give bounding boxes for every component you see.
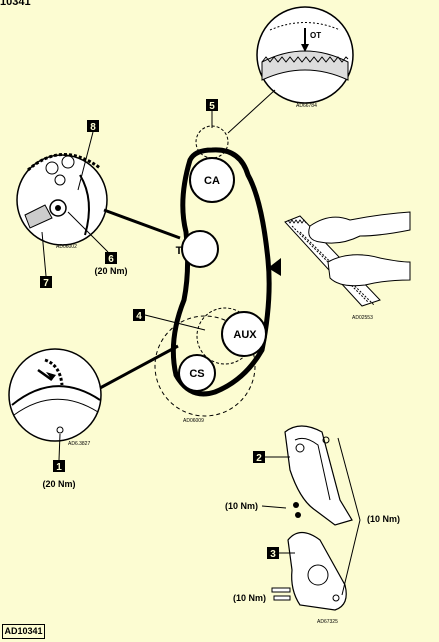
cover-bolt-torque: (10 Nm) [367, 514, 400, 524]
page-reference-code: 10341 [0, 0, 31, 8]
callout-2: 2 [253, 451, 290, 464]
tensioner-pulley-label: T [176, 245, 183, 257]
callout-1-torque: (20 Nm) [42, 479, 75, 489]
figure-reference-code: AD10341 [2, 624, 45, 639]
crankshaft-detail: AD6.3827 [8, 344, 179, 447]
direction-arrow-icon [268, 258, 281, 276]
belt-handling-detail: AD02553 [284, 211, 411, 321]
figure-code-top-detail: AD66784 [296, 103, 317, 109]
auxiliary-pulley-label: AUX [233, 329, 257, 341]
figure-code-belt-diagram: AD06009 [183, 418, 204, 424]
camshaft-timing-detail: OT AD66784 [227, 6, 354, 134]
crankshaft-pulley-label: CS [189, 368, 204, 380]
svg-text:5: 5 [209, 101, 215, 112]
callout-3: 3 [267, 547, 295, 560]
belt-layout: CA T AUX CS AD06009 [154, 125, 281, 424]
callout-7: 7 [40, 231, 52, 289]
callout-5: 5 [206, 99, 218, 128]
camshaft-pulley-label: CA [204, 175, 220, 187]
tensioner-detail: AD06002 [16, 153, 181, 250]
figure-code-belt-detail: AD02553 [352, 315, 373, 321]
svg-text:6: 6 [108, 254, 114, 265]
callout-6-torque: (20 Nm) [94, 266, 127, 276]
bolt-torque-low: (10 Nm) [233, 593, 266, 603]
svg-text:3: 3 [270, 549, 276, 560]
callout-1: 1 (20 Nm) [42, 433, 76, 489]
figure-code-crank-detail: AD6.3827 [68, 441, 90, 447]
svg-text:8: 8 [90, 122, 96, 133]
svg-text:2: 2 [256, 453, 262, 464]
svg-text:1: 1 [56, 462, 62, 473]
callout-4: 4 [133, 309, 206, 331]
callout-6: 6 (20 Nm) [67, 211, 128, 276]
figure-code-tensioner-detail: AD06002 [56, 244, 77, 250]
svg-text:4: 4 [136, 311, 142, 322]
svg-text:7: 7 [43, 278, 49, 289]
timing-cover-detail: AD67325 [271, 425, 361, 625]
bolt-torque-mid: (10 Nm) [225, 501, 258, 511]
callout-8: 8 [77, 120, 99, 191]
top-dead-centre-mark: OT [310, 31, 321, 40]
figure-code-cover-detail: AD67325 [317, 619, 338, 625]
